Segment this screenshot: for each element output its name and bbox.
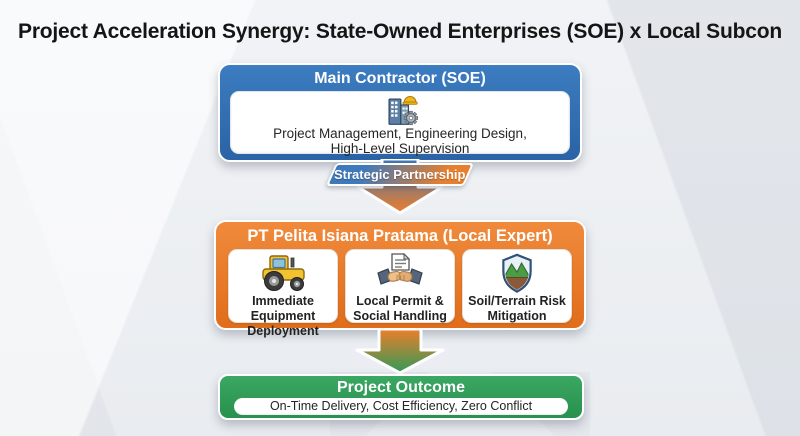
permit-label-line2: Social Handling: [353, 309, 447, 323]
strategic-partnership-badge: Strategic Partnership: [325, 163, 475, 186]
tractor-icon: [262, 255, 305, 291]
main-contractor-box: Main Contractor (SOE): [218, 63, 582, 162]
description-line-2: High-Level Supervision: [330, 141, 470, 156]
main-contractor-header: Main Contractor (SOE): [314, 70, 486, 87]
description-line-1: Project Management, Engineering Design,: [273, 126, 527, 141]
outcome-box: Project Outcome On-Time Delivery, Cost E…: [218, 374, 584, 420]
outcome-header: Project Outcome: [336, 379, 466, 396]
construction-building-icon: [388, 96, 419, 126]
main-contractor-card: Project Management, Engineering Design, …: [230, 91, 570, 156]
shield-terrain-icon: [502, 253, 532, 293]
down-arrow-orange-green-icon: [355, 329, 445, 375]
equipment-card: Immediate Equipment Deployment: [228, 249, 338, 338]
strategic-partnership-label: Strategic Partnership: [334, 167, 466, 182]
equipment-label-line1: Immediate Equipment: [250, 294, 316, 323]
equipment-label-line2: Deployment: [247, 324, 319, 338]
outcome-description: On-Time Delivery, Cost Efficiency, Zero …: [234, 398, 568, 415]
risk-label-line1: Soil/Terrain Risk: [468, 294, 566, 308]
main-contractor-description: Project Management, Engineering Design, …: [231, 126, 569, 156]
risk-label-line2: Mitigation: [487, 309, 547, 323]
local-expert-box: PT Pelita Isiana Pratama (Local Expert): [214, 220, 586, 338]
permit-card: Local Permit & Social Handling: [345, 249, 455, 323]
handshake-document-icon: [377, 253, 423, 285]
local-expert-header: PT Pelita Isiana Pratama (Local Expert): [247, 227, 553, 245]
risk-card: Soil/Terrain Risk Mitigation: [462, 249, 572, 323]
risk-card-label: Soil/Terrain Risk Mitigation: [463, 294, 571, 324]
permit-label-line1: Local Permit &: [356, 294, 444, 308]
permit-card-label: Local Permit & Social Handling: [346, 294, 454, 324]
equipment-card-label: Immediate Equipment Deployment: [229, 294, 337, 339]
local-expert-cards: Immediate Equipment Deployment Local Per…: [228, 249, 572, 338]
page-title: Project Acceleration Synergy: State-Owne…: [18, 20, 782, 43]
